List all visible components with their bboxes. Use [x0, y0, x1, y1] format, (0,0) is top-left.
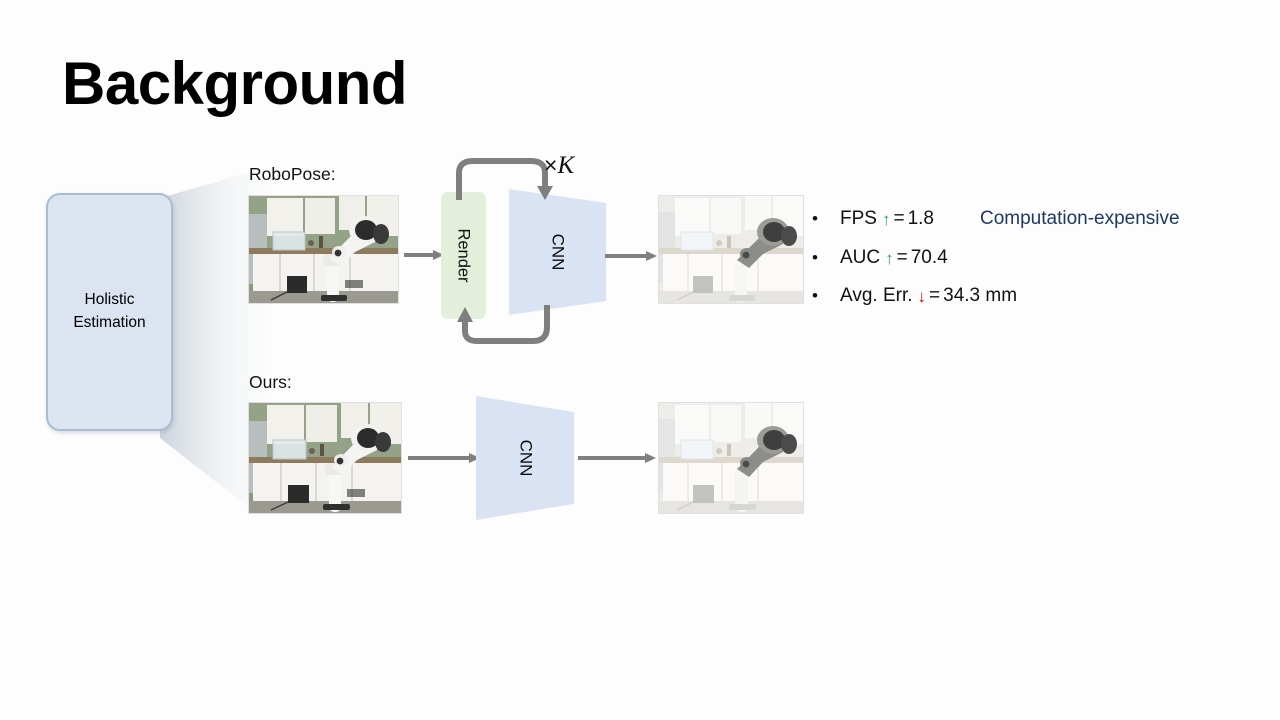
arrow-up-icon: ↑ — [881, 210, 891, 229]
loop-count-label: ×K — [544, 152, 574, 180]
cnn-block-label: CNN — [548, 233, 568, 271]
metric-value: 70.4 — [910, 246, 948, 268]
pipeline-label-ours: Ours: — [249, 372, 292, 392]
metric-value: 34.3 mm — [943, 285, 1018, 306]
kitchen-scene-overlay-graphic — [659, 403, 803, 513]
arrow-up-icon: ↑ — [885, 248, 894, 268]
holistic-line-1: Holistic — [84, 291, 135, 309]
cnn-block-robopose[interactable]: CNN — [509, 189, 606, 315]
metric-equals: = — [893, 208, 905, 229]
page-title: Background — [62, 50, 408, 117]
output-image-robopose — [659, 196, 803, 303]
metric-equals: = — [896, 246, 908, 268]
loop-arrow-render-to-cnn — [456, 158, 553, 200]
metric-name: FPS — [840, 208, 877, 229]
metric-row: • Avg. Err. ↓ = 34.3 mm — [812, 285, 1262, 324]
loop-arrow-cnn-to-render — [457, 305, 550, 344]
cnn-trapezoid-shape — [509, 189, 606, 315]
render-block-label: Render — [455, 228, 473, 283]
metric-note: Computation-expensive — [979, 208, 1180, 229]
arrow-input-to-render — [404, 250, 444, 260]
arrow-input-to-cnn-ours — [408, 453, 480, 463]
kitchen-scene-graphic — [249, 196, 398, 303]
holistic-beam-graphic — [160, 168, 265, 520]
metric-name: AUC — [840, 246, 881, 268]
times-symbol: × — [544, 152, 558, 178]
kitchen-scene-overlay-graphic — [659, 196, 803, 303]
kitchen-scene-graphic — [249, 403, 401, 513]
bullet-icon: • — [812, 286, 818, 305]
metric-equals: = — [929, 285, 941, 306]
output-image-ours — [659, 403, 803, 513]
cnn-trapezoid-shape — [476, 396, 574, 520]
cnn-block-ours[interactable]: CNN — [476, 396, 574, 520]
metrics-list: • FPS ↑ = 1.8 Computation-expensive • AU… — [812, 208, 1262, 324]
bullet-icon: • — [812, 247, 818, 267]
input-image-ours — [249, 403, 401, 513]
metric-row: • FPS ↑ = 1.8 Computation-expensive — [812, 208, 1262, 247]
metric-value: 1.8 — [907, 208, 934, 229]
cnn-block-label: CNN — [516, 439, 535, 477]
arrow-cnn-to-output-ours — [578, 453, 656, 463]
bullet-icon: • — [812, 209, 818, 228]
input-image-robopose — [249, 196, 398, 303]
metric-row: • AUC ↑ = 70.4 — [812, 247, 1262, 286]
arrow-down-icon: ↓ — [917, 287, 927, 306]
holistic-estimation-box[interactable]: Holistic Estimation — [46, 193, 173, 431]
render-block[interactable]: Render — [441, 192, 486, 319]
arrow-cnn-to-output-robopose — [605, 251, 657, 261]
holistic-estimation-label: Holistic Estimation — [73, 289, 145, 335]
pipeline-label-robopose: RoboPose: — [249, 164, 336, 184]
metric-name: Avg. Err. — [840, 285, 913, 306]
holistic-line-2: Estimation — [73, 314, 146, 331]
k-variable: K — [557, 152, 575, 179]
